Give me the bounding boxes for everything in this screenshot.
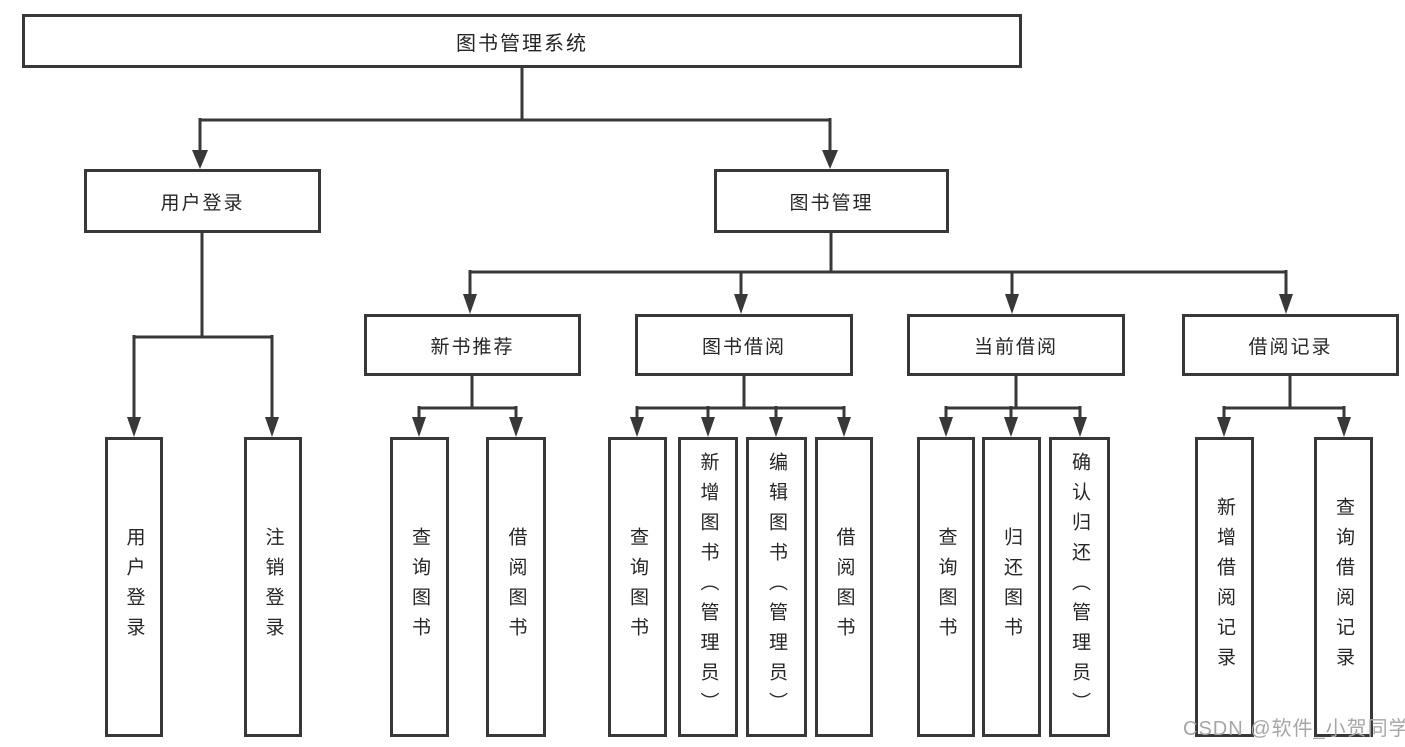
leaf-query-books-current-label: 查询图书 [935, 527, 957, 647]
leaf-add-borrow-record-label: 新增借阅记录 [1214, 497, 1235, 677]
leaf-return-books-label: 归还图书 [1001, 527, 1022, 647]
node-user-login: 用户登录 [84, 169, 321, 233]
leaf-logout-label: 注销登录 [262, 527, 284, 647]
leaf-edit-books-admin-label: 编辑图书（管理员） [766, 452, 787, 722]
leaf-query-borrow-record: 查询借阅记录 [1314, 437, 1373, 737]
connector-user-login-split [127, 233, 279, 437]
leaf-add-borrow-record: 新增借阅记录 [1195, 437, 1254, 737]
leaf-user-login-label: 用户登录 [123, 527, 145, 647]
connector-borrowing-records-split [1217, 376, 1351, 437]
node-current-borrowing: 当前借阅 [907, 314, 1125, 376]
leaf-edit-books-admin: 编辑图书（管理员） [746, 437, 807, 737]
leaf-query-books-current: 查询图书 [917, 437, 975, 737]
leaf-confirm-return-admin: 确认归还（管理员） [1049, 437, 1110, 737]
leaf-borrow-books-borrowing: 借阅图书 [815, 437, 873, 737]
leaf-query-books-recommend: 查询图书 [390, 437, 449, 737]
leaf-borrow-books-recommend: 借阅图书 [486, 437, 546, 737]
node-book-management-system: 图书管理系统 [22, 14, 1022, 68]
leaf-return-books: 归还图书 [982, 437, 1041, 737]
leaf-user-login: 用户登录 [105, 437, 163, 737]
node-borrowing-records: 借阅记录 [1182, 314, 1399, 376]
node-new-book-recommend: 新书推荐 [364, 314, 581, 376]
leaf-borrow-books-borrowing-label: 借阅图书 [833, 527, 855, 647]
leaf-query-books-recommend-label: 查询图书 [409, 527, 430, 647]
leaf-confirm-return-admin-label: 确认归还（管理员） [1069, 452, 1090, 722]
connector-book-management-split [463, 233, 1293, 314]
connector-current-borrowing-split [939, 376, 1087, 437]
connector-book-borrowing-split [630, 376, 851, 437]
node-book-management: 图书管理 [714, 169, 949, 233]
leaf-query-books-borrowing-label: 查询图书 [627, 527, 648, 647]
connector-root-split [192, 68, 838, 169]
csdn-watermark: CSDN @软件_小贺同学 [1183, 718, 1405, 740]
connector-new-book-recommend-split [412, 376, 523, 437]
node-book-borrowing: 图书借阅 [635, 314, 853, 376]
leaf-logout: 注销登录 [244, 437, 302, 737]
leaf-query-books-borrowing: 查询图书 [608, 437, 667, 737]
leaf-borrow-books-recommend-label: 借阅图书 [505, 527, 527, 647]
leaf-query-borrow-record-label: 查询借阅记录 [1333, 497, 1354, 677]
leaf-add-books-admin-label: 新增图书（管理员） [697, 452, 719, 722]
leaf-add-books-admin: 新增图书（管理员） [678, 437, 738, 737]
